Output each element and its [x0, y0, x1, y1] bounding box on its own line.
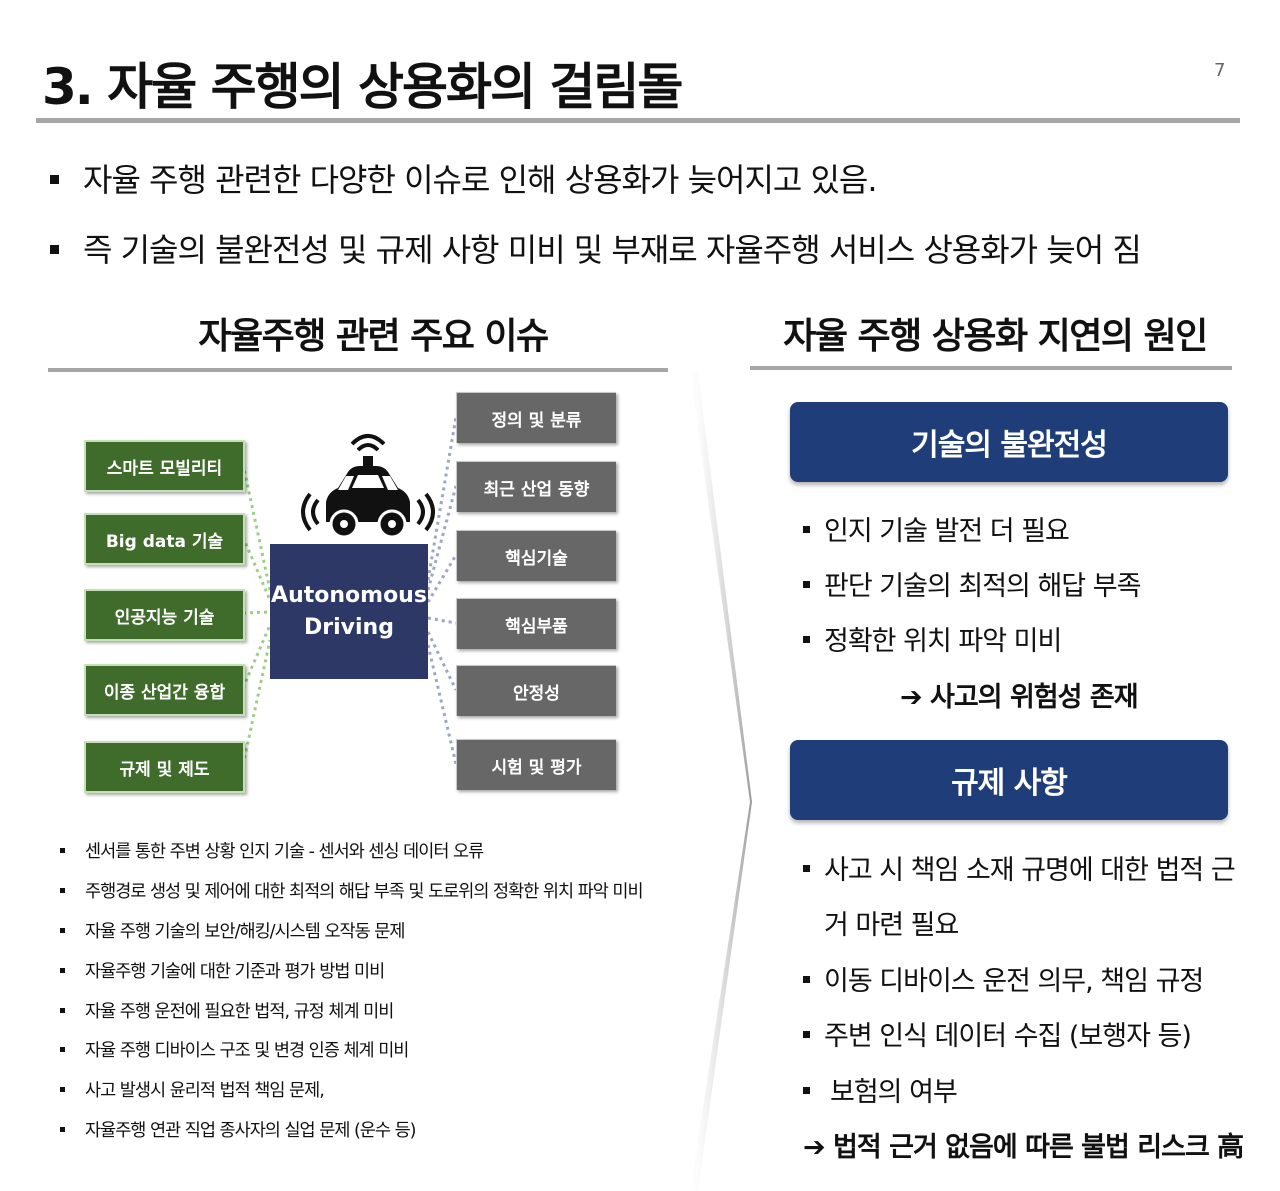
bullet-square-icon	[60, 1007, 65, 1013]
issue-list-item: 자율 주행 기술의 보안/해킹/시스템 오작동 문제	[60, 920, 406, 944]
issue-box-right: 정의 및 분류	[456, 392, 616, 443]
issue-list-item: 자율 주행 운전에 필요한 법적, 규정 체계 미비	[60, 1000, 394, 1024]
issue-list-item: 주행경로 생성 및 제어에 대한 최적의 해답 부족 및 도로위의 정확한 위치…	[60, 880, 644, 904]
bullet-square-icon	[803, 526, 810, 533]
issue-list-item: 자율주행 연관 직업 종사자의 실업 문제 (운수 등)	[60, 1119, 416, 1143]
issue-box-right: 핵심기술	[456, 530, 616, 581]
slide-title: 3. 자율 주행의 상용화의 걸림돌	[42, 58, 683, 116]
issue-text: 센서를 통한 주변 상황 인지 기술 - 센서와 센싱 데이터 오류	[85, 842, 484, 862]
left-section-divider	[48, 368, 668, 372]
issue-box-left: 스마트 모빌리티	[84, 440, 245, 492]
bullet-square-icon	[60, 847, 65, 853]
issue-text: 사고 발생시 윤리적 법적 책임 문제,	[85, 1081, 325, 1101]
tech-bullet: 판단 기술의 최적의 해답 부족	[803, 567, 1141, 607]
issue-list-item: 사고 발생시 윤리적 법적 책임 문제,	[60, 1079, 325, 1103]
chevron-arrow-icon	[690, 372, 752, 1191]
left-section-heading: 자율주행 관련 주요 이슈	[198, 316, 549, 357]
issue-box-right: 최근 산업 동향	[456, 461, 616, 512]
issue-box-right: 핵심부품	[456, 598, 616, 649]
intro-bullet: 즉 기술의 불완전성 및 규제 사항 미비 및 부재로 자율주행 서비스 상용화…	[50, 228, 1142, 272]
connector-line	[241, 536, 272, 601]
autonomous-car-icon	[301, 434, 435, 539]
connector-line	[427, 616, 457, 625]
intro-text: 자율 주행 관련한 다양한 이슈로 인해 상용화가 늦어지고 있음.	[83, 161, 878, 199]
bullet-square-icon	[803, 636, 810, 643]
bullet-square-icon	[803, 581, 810, 588]
tech-bullet-text: 판단 기술의 최적의 해답 부족	[824, 571, 1141, 602]
bullet-square-icon	[60, 967, 65, 973]
issue-box-left: 규제 및 제도	[84, 741, 245, 793]
regulation-bullet-text: 보험의 여부	[830, 1077, 958, 1108]
center-label: Driving	[304, 614, 394, 640]
issues-diagram: 스마트 모빌리티 Big data 기술 인공지능 기술 이종 산업간 융합 규…	[50, 380, 670, 805]
autonomous-driving-box: Autonomous Driving	[270, 544, 428, 679]
page-number: 7	[1214, 60, 1226, 81]
regulation-bullet-text: 주변 인식 데이터 수집 (보행자 등)	[824, 1021, 1192, 1052]
issue-text: 자율주행 연관 직업 종사자의 실업 문제 (운수 등)	[85, 1121, 416, 1141]
right-section-heading: 자율 주행 상용화 지연의 원인	[783, 316, 1208, 357]
issue-list-item: 센서를 통한 주변 상황 인지 기술 - 센서와 센싱 데이터 오류	[60, 840, 484, 864]
connector-line	[241, 624, 272, 689]
regulation-bullet: 보험의 여부	[803, 1073, 958, 1113]
issue-box-right: 시험 및 평가	[456, 739, 616, 790]
intro-text: 즉 기술의 불완전성 및 규제 사항 미비 및 부재로 자율주행 서비스 상용화…	[83, 231, 1142, 269]
bullet-square-icon	[60, 1046, 65, 1052]
tech-conclusion: ➔ 사고의 위험성 존재	[900, 682, 1139, 713]
center-label: Autonomous	[271, 582, 427, 608]
bullet-square-icon	[60, 887, 65, 893]
issue-text: 자율 주행 기술의 보안/해킹/시스템 오작동 문제	[85, 922, 406, 942]
regulation-bullet-continuation: 거 마련 필요	[824, 910, 959, 941]
issue-list-item: 자율주행 기술에 대한 기준과 평가 방법 미비	[60, 960, 385, 984]
tech-incompleteness-header: 기술의 불완전성	[790, 402, 1228, 482]
issue-text: 자율 주행 디바이스 구조 및 변경 인증 체계 미비	[85, 1041, 409, 1061]
tech-bullet: 정확한 위치 파악 미비	[803, 622, 1062, 662]
connector-line	[241, 463, 272, 591]
issue-text: 주행경로 생성 및 제어에 대한 최적의 해답 부족 및 도로위의 정확한 위치…	[85, 882, 644, 902]
regulation-bullet-text: 이동 디바이스 운전 의무, 책임 규정	[824, 966, 1204, 997]
bullet-square-icon	[60, 1126, 65, 1132]
connector-line	[241, 639, 272, 766]
issue-text: 자율주행 기술에 대한 기준과 평가 방법 미비	[85, 962, 385, 982]
regulation-bullet: 주변 인식 데이터 수집 (보행자 등)	[803, 1017, 1192, 1057]
bullet-square-icon	[60, 927, 65, 933]
regulation-bullet: 이동 디바이스 운전 의무, 책임 규정	[803, 962, 1204, 1002]
bullet-square-icon	[803, 976, 810, 983]
regulation-header: 규제 사항	[790, 740, 1228, 820]
tech-bullet: 인지 기술 발전 더 필요	[803, 512, 1070, 552]
issue-box-right: 안정성	[456, 665, 616, 716]
intro-bullet: 자율 주행 관련한 다양한 이슈로 인해 상용화가 늦어지고 있음.	[50, 158, 878, 202]
issue-list-item: 자율 주행 디바이스 구조 및 변경 인증 체계 미비	[60, 1039, 409, 1063]
bullet-square-icon	[60, 1086, 65, 1092]
title-divider	[36, 118, 1240, 123]
issue-box-left: Big data 기술	[84, 513, 245, 565]
connector-line	[426, 554, 458, 603]
bullet-square-icon	[803, 865, 810, 872]
right-section-divider	[750, 366, 1232, 370]
connector-lines	[241, 416, 458, 766]
tech-bullet-text: 정확한 위치 파악 미비	[824, 626, 1062, 657]
bullet-square-icon	[50, 244, 59, 254]
issue-box-left: 이종 산업간 융합	[84, 664, 245, 716]
bullet-square-icon	[50, 174, 59, 184]
regulation-bullet-text: 사고 시 책임 소재 규명에 대한 법적 근	[824, 855, 1236, 886]
connector-line	[426, 644, 458, 765]
issue-text: 자율 주행 운전에 필요한 법적, 규정 체계 미비	[85, 1002, 394, 1022]
tech-bullet-text: 인지 기술 발전 더 필요	[824, 516, 1070, 547]
bullet-square-icon	[803, 1031, 810, 1038]
issue-box-left: 인공지능 기술	[84, 589, 245, 641]
regulation-bullet: 사고 시 책임 소재 규명에 대한 법적 근	[803, 851, 1236, 891]
connector-line	[242, 610, 271, 615]
regulation-conclusion: ➔ 법적 근거 없음에 따른 불법 리스크 高	[803, 1132, 1244, 1163]
bullet-square-icon	[803, 1087, 810, 1094]
